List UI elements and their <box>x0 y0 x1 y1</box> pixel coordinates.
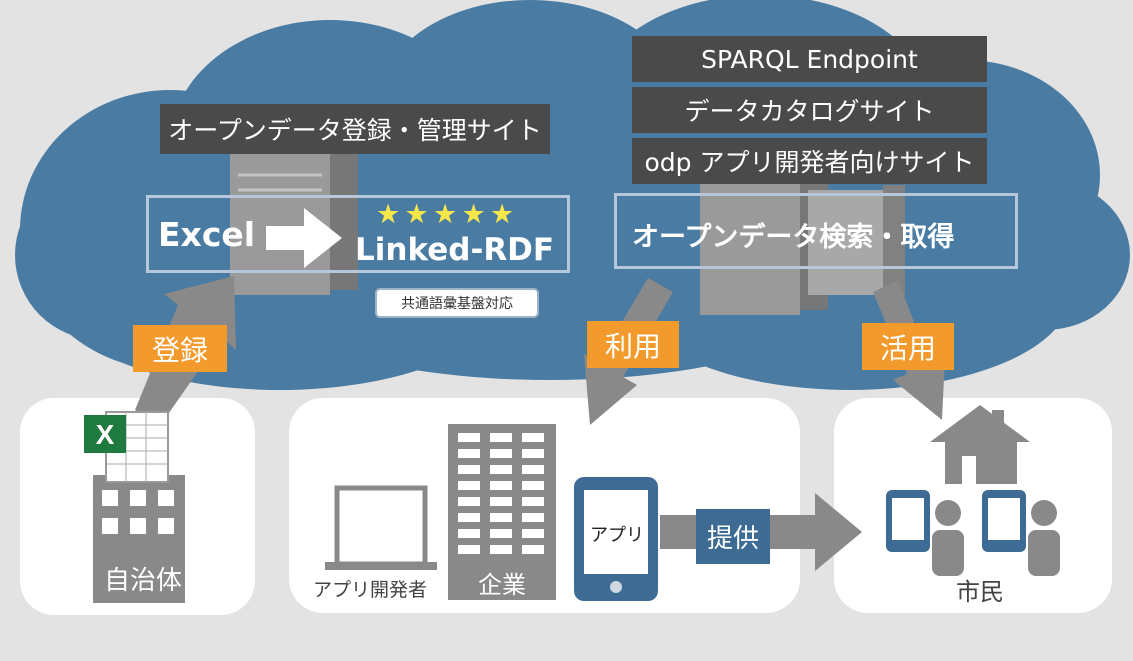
star-icon: ★ <box>461 199 486 230</box>
search-box <box>614 193 1018 269</box>
house-icon <box>930 405 1030 484</box>
company-label: 企業 <box>478 571 526 599</box>
star-icon: ★ <box>376 199 401 230</box>
sparql-endpoint-label: SPARQL Endpoint <box>632 36 987 82</box>
use-label: 利用 <box>587 321 679 368</box>
excel-label: Excel <box>158 215 256 254</box>
laptop-icon <box>325 485 437 570</box>
data-catalog-label: データカタログサイト <box>632 87 987 133</box>
conversion-box <box>146 195 570 273</box>
star-icon: ★ <box>490 199 515 230</box>
citizen-phone-icon <box>886 490 1026 552</box>
registration-site-label: オープンデータ登録・管理サイト <box>160 104 550 154</box>
person-icon <box>932 500 1060 576</box>
company-building <box>448 424 556 600</box>
citizens-label: 市民 <box>956 578 1004 606</box>
app-label: アプリ <box>590 525 644 546</box>
provide-label: 提供 <box>696 509 770 564</box>
search-retrieve-label: オープンデータ検索・取得 <box>632 222 955 253</box>
app-developer-label: アプリ開発者 <box>313 579 428 601</box>
vocabulary-badge: 共通語彙基盤対応 <box>375 288 539 318</box>
local-government-label: 自治体 <box>104 566 183 596</box>
register-label: 登録 <box>133 325 227 372</box>
excel-file-icon: X <box>84 411 169 483</box>
star-icon: ★ <box>433 199 458 230</box>
smartphone-icon <box>574 477 658 601</box>
svg-text:X: X <box>96 419 115 450</box>
star-icon: ★ <box>404 199 429 230</box>
utilize-label: 活用 <box>862 323 954 370</box>
odp-app-dev-label: odp アプリ開発者向けサイト <box>632 138 987 184</box>
convert-arrow-icon <box>266 208 342 268</box>
linked-rdf-label: Linked-RDF <box>355 232 555 268</box>
